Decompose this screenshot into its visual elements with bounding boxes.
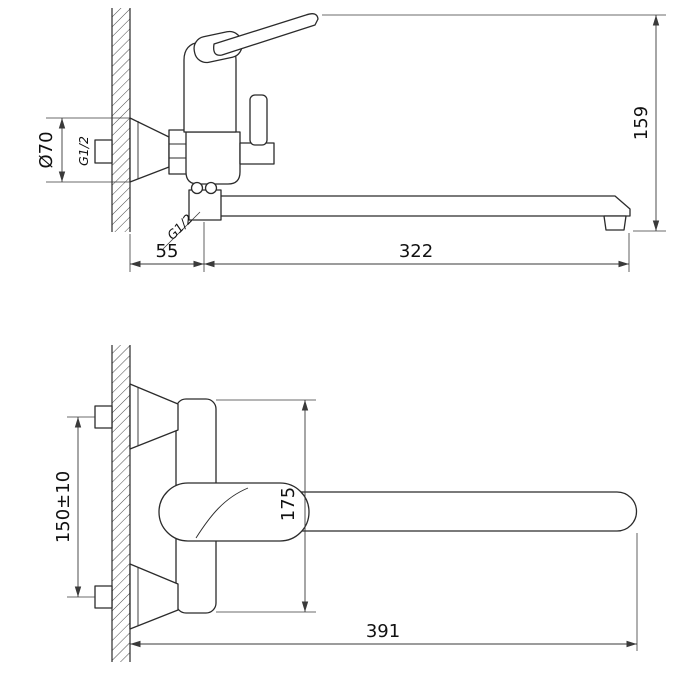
dim-offset-and-reach: 55 322 (129, 222, 630, 272)
escutcheon-bottom (129, 563, 179, 630)
escutcheon-top (129, 383, 179, 450)
dim-body-height-label: 175 (278, 487, 299, 521)
dim-escutcheon-diameter: Ø70 G1/2 (36, 117, 130, 183)
spout-swivel-nut (188, 189, 222, 221)
dim-body-height: 175 (216, 399, 316, 613)
dim-mount-spacing-label: 150±10 (53, 471, 74, 543)
dim-height-label: 159 (631, 106, 652, 140)
dim-overall-length-label: 391 (366, 621, 400, 642)
diverter-knob (249, 94, 268, 146)
handle-lever (158, 482, 310, 542)
handle-contour-line (195, 487, 249, 539)
aerator (603, 215, 627, 231)
wall-hatch (112, 8, 130, 232)
dim-spout-reach-label: 322 (399, 241, 433, 262)
spout (195, 195, 631, 217)
dim-diameter-label: Ø70 (36, 131, 57, 168)
handle-lever (213, 13, 319, 56)
inlet-pipe-top (94, 405, 113, 429)
side-view: Ø70 G1/2 159 55 322 G1/2 (36, 8, 666, 272)
screw (204, 181, 218, 195)
dim-overall-length: 391 (130, 533, 638, 651)
dim-mount-spacing: 150±10 (53, 416, 95, 598)
escutcheon (129, 117, 170, 183)
leader-line (162, 211, 201, 250)
inlet-pipe-bottom (94, 585, 113, 609)
diverter-base (239, 142, 275, 165)
valve-body (185, 131, 241, 185)
front-view: 150±10 175 391 (53, 345, 638, 662)
inlet-pipe (94, 139, 113, 164)
dim-height: 159 (322, 14, 666, 232)
wall-hatch (112, 345, 130, 662)
spout (209, 491, 638, 532)
dim-wall-offset-label: 55 (156, 241, 179, 262)
screw (190, 181, 204, 195)
dim-inlet-thread-label: G1/2 (76, 136, 91, 166)
